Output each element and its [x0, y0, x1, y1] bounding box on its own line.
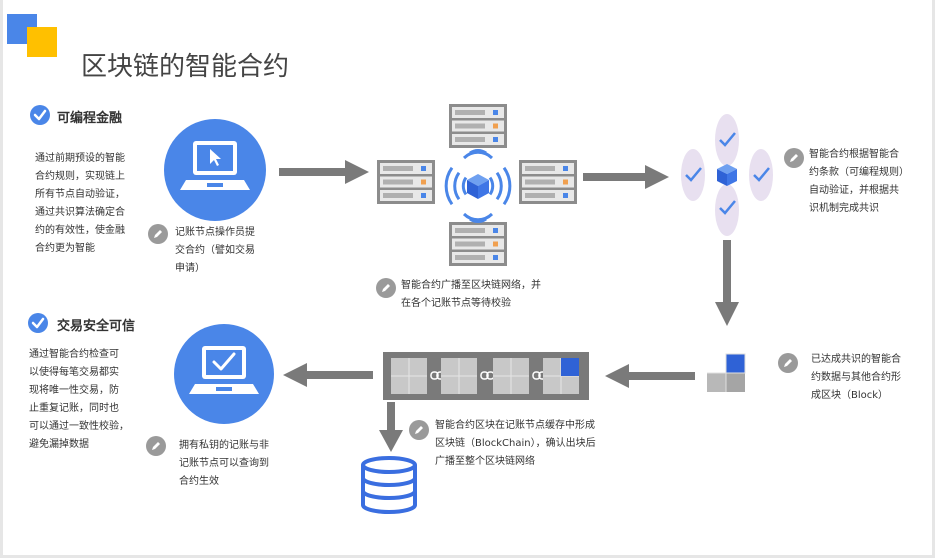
text-line: 合约更为智能: [35, 243, 95, 254]
text-line: 现将唯一性交易，防: [29, 385, 119, 396]
block-cube-icon: [543, 358, 579, 394]
text-line: 拥有私钥的记账与非: [179, 440, 269, 451]
arrow-down-icon: [379, 402, 403, 452]
page-title: 区块链的智能合约: [81, 52, 290, 82]
text-line: 区块链（BlockChain），确认出块后: [435, 438, 596, 449]
block-cube-icon: [391, 358, 427, 394]
block-cube-icon: [441, 358, 477, 394]
wifi-signal-icon: [444, 148, 512, 224]
pencil-badge-icon: [778, 353, 798, 373]
consensus-verification-graphic: [681, 114, 773, 236]
block-cube-icon: [493, 358, 529, 394]
server-rack-icon: [449, 222, 507, 266]
server-rack-icon: [377, 160, 435, 204]
text-line: 避免漏掉数据: [29, 439, 89, 450]
heading-programmable-finance: 可编程金融: [57, 111, 123, 126]
step-chain-text: 智能合约区块在记账节点缓存中形成 区块链（BlockChain），确认出块后 广…: [435, 417, 596, 471]
text-line: 智能合约根据智能合: [809, 149, 899, 160]
step-query-text: 拥有私钥的记账与非 记账节点可以查询到 合约生效: [179, 437, 269, 491]
step-submit-text: 记账节点操作员提 交合约（譬如交易 申请）: [175, 224, 255, 278]
text-line: 约的有效性，使金融: [35, 225, 125, 236]
text-line: 约数据与其他合约形: [811, 372, 901, 383]
logo-square-gold: [27, 27, 57, 57]
text-line: 智能合约广播至区块链网络，并: [401, 280, 541, 291]
text-line: 以使得每笔交易都实: [29, 367, 119, 378]
pencil-badge-icon: [409, 420, 429, 440]
text-line: 已达成共识的智能合: [811, 354, 901, 365]
petal-check-icon: [715, 184, 739, 236]
text-line: 记账节点可以查询到: [179, 458, 269, 469]
step-verify-text: 智能合约根据智能合 约条款（可编程规则） 自动验证，并根据共 识机制完成共识: [809, 146, 909, 218]
text-line: 广播至整个区块链网络: [435, 456, 535, 467]
server-rack-icon: [449, 104, 507, 148]
text-line: 合约规则，实现链上: [35, 171, 125, 182]
text-line: 识机制完成共识: [809, 203, 879, 214]
step-broadcast-text: 智能合约广播至区块链网络，并 在各个记账节点等待校验: [401, 277, 541, 313]
check-badge-icon: [28, 313, 48, 333]
text-line: 交合约（譬如交易: [175, 245, 255, 256]
server-network: [377, 104, 577, 266]
petal-check-icon: [749, 149, 773, 201]
arrow-left-icon: [283, 363, 373, 387]
arrow-right-icon: [583, 165, 669, 189]
arrow-left-icon: [605, 364, 695, 388]
pencil-badge-icon: [146, 436, 166, 456]
server-rack-icon: [519, 160, 577, 204]
petal-check-icon: [715, 114, 739, 166]
text-line: 所有节点自动验证，: [35, 189, 125, 200]
text-line: 申请）: [175, 263, 205, 274]
pencil-badge-icon: [148, 224, 168, 244]
text-line: 合约生效: [179, 476, 219, 487]
database-icon: [361, 456, 417, 514]
programmable-finance-text: 通过前期预设的智能 合约规则，实现链上 所有节点自动验证， 通过共识算法确定合 …: [35, 150, 125, 258]
text-line: 智能合约区块在记账节点缓存中形成: [435, 420, 595, 431]
cube-icon: [717, 164, 737, 186]
text-line: 止重复记账，同时也: [29, 403, 119, 414]
cube-icon: [467, 174, 489, 199]
transaction-security-text: 通过智能合约检查可 以使得每笔交易都实 现将唯一性交易，防 止重复记账，同时也 …: [29, 346, 129, 454]
heading-transaction-security: 交易安全可信: [57, 319, 136, 334]
pencil-badge-icon: [376, 278, 396, 298]
text-line: 在各个记账节点等待校验: [401, 298, 511, 309]
text-line: 自动验证，并根据共: [809, 185, 899, 196]
text-line: 成区块（Block）: [811, 390, 889, 401]
text-line: 通过前期预设的智能: [35, 153, 125, 164]
laptop-cursor-icon: [164, 119, 266, 221]
logo-squares: [7, 14, 57, 57]
pencil-badge-icon: [784, 148, 804, 168]
arrow-right-icon: [279, 160, 369, 184]
text-line: 记账节点操作员提: [175, 227, 255, 238]
text-line: 通过共识算法确定合: [35, 207, 125, 218]
text-line: 约条款（可编程规则）: [809, 167, 909, 178]
check-badge-icon: [30, 105, 50, 125]
arrow-down-icon: [715, 240, 739, 326]
petal-check-icon: [681, 149, 705, 201]
blockchain-graphic: [383, 352, 589, 400]
step-package-text: 已达成共识的智能合 约数据与其他合约形 成区块（Block）: [811, 351, 901, 405]
text-line: 通过智能合约检查可: [29, 349, 119, 360]
laptop-check-icon: [174, 324, 274, 424]
block-cube-icon: [707, 353, 746, 392]
text-line: 可以通过一致性校验，: [29, 421, 129, 432]
